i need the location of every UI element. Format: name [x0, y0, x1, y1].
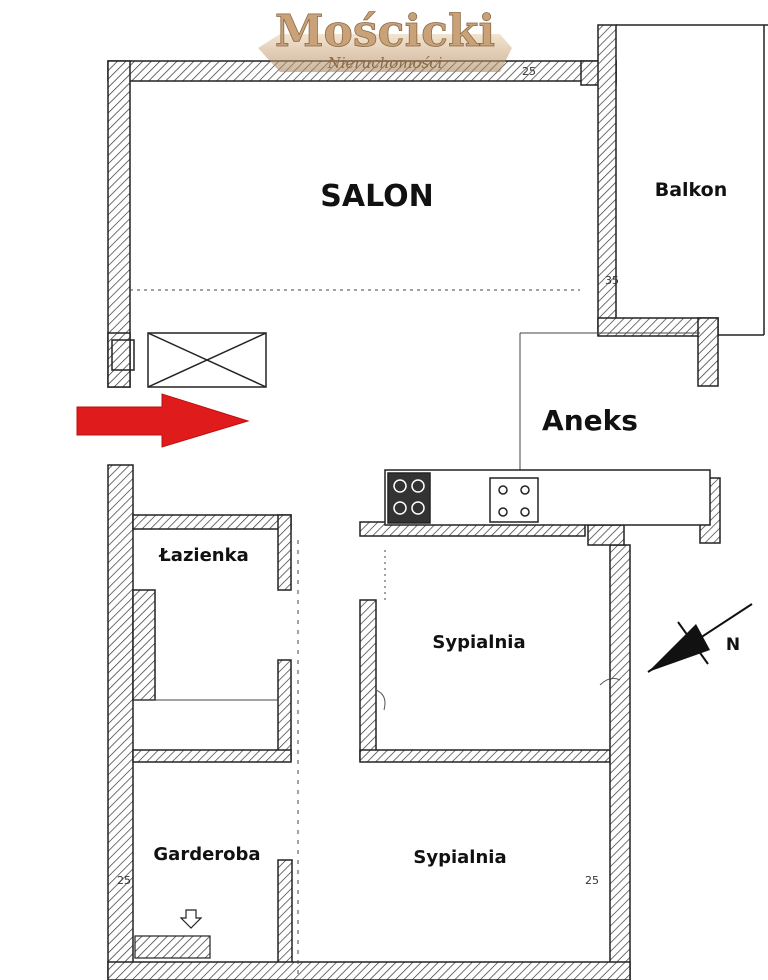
ventilation-shaft	[111, 332, 267, 388]
room-label-aneks: Aneks	[542, 404, 638, 437]
entrance-arrow-icon	[76, 393, 250, 448]
logo: Mościcki Nieruchomości	[258, 6, 512, 72]
compass-north-label: N	[726, 635, 740, 655]
internal-lines	[130, 289, 700, 980]
balkon-outline	[616, 24, 768, 336]
room-label-sypialnia-1: Sypialnia	[432, 632, 525, 653]
dimension-wall-right: 25	[585, 874, 599, 887]
room-label-salon: SALON	[320, 179, 433, 214]
room-label-balkon: Balkon	[655, 179, 728, 201]
kitchen-counter	[384, 469, 711, 526]
vent-arrow-icon	[179, 909, 203, 929]
dimension-wall-top: 25	[522, 65, 536, 78]
dimension-wall-balkon: 35	[605, 274, 619, 287]
door-swings	[375, 677, 621, 711]
room-label-lazienka: Łazienka	[158, 545, 249, 566]
walls	[107, 24, 721, 980]
dimension-wall-left: 25	[117, 874, 131, 887]
logo-name: Mościcki	[275, 6, 495, 57]
room-label-sypialnia-2: Sypialnia	[413, 847, 506, 868]
north-compass-icon	[647, 603, 753, 673]
logo-tagline: Nieruchomości	[327, 54, 443, 72]
radiator	[134, 935, 211, 959]
room-label-garderoba: Garderoba	[153, 844, 260, 865]
